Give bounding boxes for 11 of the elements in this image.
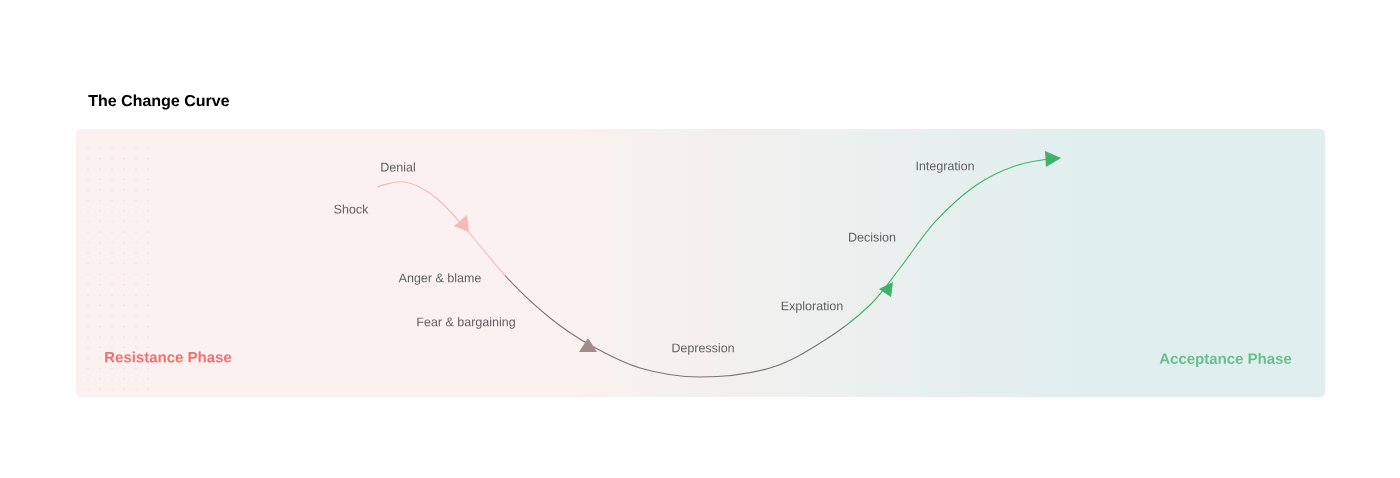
- stage-label: Fear & bargaining: [417, 317, 515, 329]
- stage-label: Decision: [849, 232, 896, 242]
- stage-label: Shock: [334, 204, 369, 214]
- stage-label: Depression: [672, 343, 734, 355]
- stage-label: Exploration: [781, 301, 843, 313]
- phase-label: Acceptance Phase: [1159, 353, 1292, 367]
- title: The Change Curve: [88, 94, 229, 110]
- stage-label: Anger & blame: [398, 273, 481, 285]
- stage-label: Integration: [916, 161, 974, 173]
- phase-label: Resistance Phase: [105, 351, 232, 363]
- stage-label: Denial: [381, 162, 415, 172]
